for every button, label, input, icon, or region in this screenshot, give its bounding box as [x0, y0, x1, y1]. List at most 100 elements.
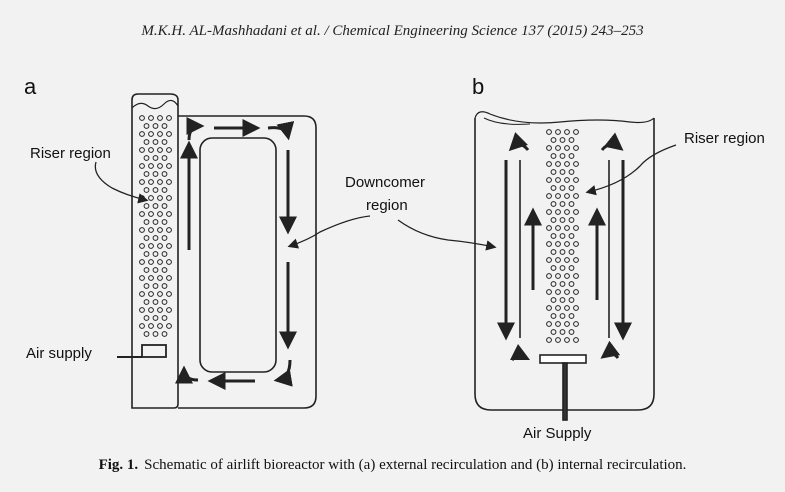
panel-label-a: a [24, 74, 37, 99]
bubble [166, 323, 172, 329]
bubbles-riser-a [139, 115, 172, 337]
bubble [152, 155, 159, 161]
bubble [161, 139, 168, 145]
bubble [564, 193, 570, 199]
bubble [166, 259, 172, 265]
bubble [555, 161, 561, 167]
bubble [546, 289, 552, 295]
bubble [555, 209, 561, 215]
bubble [148, 179, 154, 185]
bubbles-riser-b [546, 129, 579, 343]
bubble [546, 273, 552, 279]
bubble [152, 267, 159, 273]
bubble [143, 283, 150, 289]
bubble [157, 227, 163, 233]
bubble [568, 281, 575, 287]
bubble [555, 273, 561, 279]
bubble [555, 225, 561, 231]
bubble [573, 321, 579, 327]
bubble [148, 115, 154, 121]
bubble [564, 177, 570, 183]
bubble [161, 299, 168, 305]
bubble [157, 291, 163, 297]
air-supply-label-a: Air supply [26, 345, 92, 362]
bubble [139, 243, 145, 249]
bubble [148, 131, 154, 137]
bubble [573, 225, 579, 231]
bubble [559, 137, 566, 143]
bubble [148, 259, 154, 265]
bubble [555, 289, 561, 295]
bubble [148, 195, 154, 201]
riser-column-a [131, 93, 179, 409]
bubble [550, 185, 557, 191]
bubble [573, 129, 579, 135]
bubble [564, 305, 570, 311]
bubble [559, 329, 566, 335]
bubble [568, 185, 575, 191]
bubble [166, 131, 172, 137]
bubble [161, 331, 168, 337]
bubble [161, 203, 168, 209]
bubble [555, 177, 561, 183]
bubble [550, 153, 557, 159]
bubble [143, 123, 150, 129]
bubble [568, 233, 575, 239]
bubble [139, 291, 145, 297]
bubble [152, 187, 159, 193]
bubble [139, 323, 145, 329]
bubble [546, 209, 552, 215]
caption-label: Fig. 1. [98, 457, 139, 473]
bubble [161, 219, 168, 225]
bubble [143, 331, 150, 337]
bubble [143, 235, 150, 241]
bubble [166, 163, 172, 169]
air-supply-label-b: Air Supply [523, 425, 592, 442]
bubble [550, 233, 557, 239]
figure-caption: Fig. 1.Schematic of airlift bioreactor w… [0, 457, 785, 474]
bubble [546, 305, 552, 311]
leader-lines [94, 144, 677, 251]
bubble [161, 267, 168, 273]
downcomer-label-line2: region [366, 197, 408, 214]
bubble [143, 187, 150, 193]
bubble [148, 163, 154, 169]
bubble [564, 161, 570, 167]
bubble [568, 313, 575, 319]
bubble [152, 315, 159, 321]
bubble [139, 163, 145, 169]
bubble [546, 145, 552, 151]
bubble [550, 297, 557, 303]
flow-arrows-b [497, 132, 632, 362]
bubble [166, 115, 172, 121]
air-supply-sparger-a [117, 344, 167, 358]
bubble [546, 337, 552, 343]
bubble [139, 131, 145, 137]
bubble [573, 209, 579, 215]
bubble [550, 329, 557, 335]
bubble [139, 307, 145, 313]
bubble [559, 297, 566, 303]
bubble [564, 337, 570, 343]
bubble [139, 275, 145, 281]
bubble [148, 227, 154, 233]
bubble [546, 321, 552, 327]
bubble [564, 273, 570, 279]
bubble [555, 257, 561, 263]
bubble [161, 155, 168, 161]
bubble [564, 257, 570, 263]
bubble [573, 305, 579, 311]
bubble [143, 315, 150, 321]
bubble [559, 169, 566, 175]
bubble [157, 323, 163, 329]
bubble [143, 267, 150, 273]
bubble [148, 307, 154, 313]
bubble [157, 163, 163, 169]
bubble [161, 283, 168, 289]
bubble [166, 275, 172, 281]
bubble [568, 217, 575, 223]
bubble [157, 179, 163, 185]
bubble [546, 257, 552, 263]
bubble [559, 153, 566, 159]
